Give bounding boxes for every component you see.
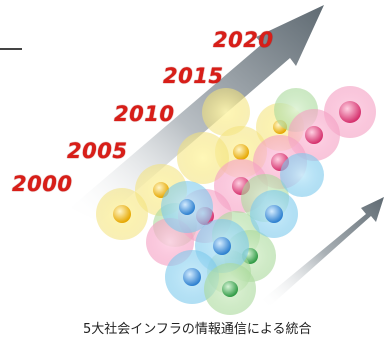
- orb-core: [222, 281, 238, 297]
- timeline-arrow: [70, 5, 324, 222]
- diagram-caption: 5大社会インフラの情報通信による統合: [83, 322, 312, 337]
- orb-core: [113, 205, 131, 223]
- orb-core: [183, 268, 201, 286]
- year-2020-label: 2020: [213, 28, 274, 52]
- orb-halo: [280, 153, 324, 197]
- top-left-rule: [0, 48, 22, 50]
- orb-halo: [202, 88, 250, 136]
- orb-core: [179, 199, 195, 215]
- year-2010-label: 2010: [114, 102, 175, 126]
- year-2005-label: 2005: [67, 139, 128, 163]
- integration-arrow: [262, 197, 384, 306]
- year-2015-label: 2015: [163, 64, 224, 88]
- orb-halo: [177, 132, 229, 184]
- orb-core: [233, 144, 249, 160]
- orb-core: [305, 126, 323, 144]
- orb-core: [339, 101, 361, 123]
- orb-core: [213, 237, 231, 255]
- year-2000-label: 2000: [12, 172, 73, 196]
- orb-core: [265, 205, 283, 223]
